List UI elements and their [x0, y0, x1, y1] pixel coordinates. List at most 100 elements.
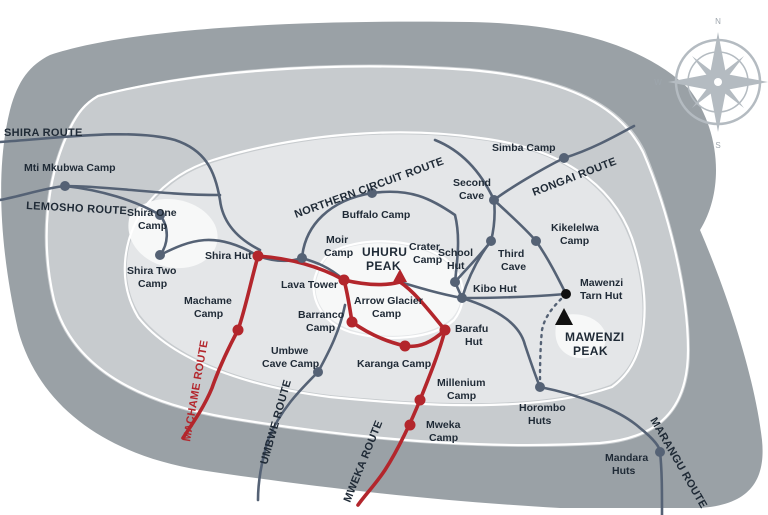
- marker-mandara: [655, 447, 665, 457]
- label-shira-one-line2: Camp: [138, 220, 167, 232]
- marker-kikelelwa: [531, 236, 541, 246]
- trail-network: [0, 124, 664, 515]
- label-mawenzi-peak-line1: MAWENZI: [565, 330, 624, 344]
- trail-kibo-horombo: [460, 296, 542, 389]
- label-mawenzi-tarn-line2: Tarn Hut: [580, 290, 623, 302]
- marker-buffalo: [367, 188, 377, 198]
- compass-center: [714, 78, 722, 86]
- trail-third-cave-link: [460, 239, 493, 300]
- marker-barafu: [439, 324, 451, 336]
- marker-shira-two: [155, 250, 165, 260]
- label-barafu-hut-line2: Hut: [465, 336, 483, 348]
- red-lava-to-summit: [342, 278, 447, 332]
- label-umbwe-cave-line1: Umbwe: [271, 345, 309, 357]
- compass-south-label: S: [715, 141, 720, 150]
- compass-north-label: N: [715, 17, 721, 26]
- label-horombo-line1: Horombo: [519, 402, 566, 414]
- label-umbwe-cave-line2: Cave Camp: [262, 358, 319, 370]
- contour-line-summit: [312, 240, 465, 339]
- label-barranco-line2: Camp: [306, 322, 335, 334]
- machame-route-markers: [232, 250, 451, 431]
- label-kikelelwa-line1: Kikelelwa: [551, 222, 599, 234]
- mawenzi-peak-triangle-icon: [555, 308, 573, 325]
- trail-simba-upper: [433, 138, 496, 202]
- label-uhuru-peak-line1: UHURU: [362, 245, 407, 259]
- trail-shira-route: [0, 132, 262, 252]
- marker-mweka-camp: [404, 419, 416, 431]
- camp-labels: Mti Mkubwa Camp Shira One Camp Shira Two…: [24, 142, 648, 477]
- label-mandara-line1: Mandara: [605, 452, 648, 464]
- label-millenium-camp-line2: Camp: [447, 390, 476, 402]
- label-second-cave-line1: Second: [453, 177, 491, 189]
- label-uhuru-peak-line2: PEAK: [366, 259, 401, 273]
- marker-simba: [559, 153, 569, 163]
- contour-line-high: [123, 131, 646, 407]
- label-shira-one-line1: Shira One: [127, 207, 177, 219]
- marker-mawenzi-tarn: [561, 289, 571, 299]
- marker-umbwe-cave: [313, 367, 323, 377]
- trail-northern-circuit: [300, 190, 460, 284]
- label-school-hut-line2: Hut: [447, 260, 465, 272]
- marker-second-cave: [489, 195, 499, 205]
- label-barafu-hut-line1: Barafu: [455, 323, 488, 335]
- label-lemosho-route: LEMOSHO ROUTE: [26, 200, 128, 217]
- label-lava-tower: Lava Tower: [281, 279, 338, 291]
- label-third-cave-line2: Cave: [501, 261, 526, 273]
- compass-west-label: W: [654, 78, 662, 87]
- marker-horombo: [535, 382, 545, 392]
- label-mandara-line2: Huts: [612, 465, 635, 477]
- label-simba-camp: Simba Camp: [492, 142, 556, 154]
- camp-markers: [60, 153, 665, 457]
- label-karanga-camp: Karanga Camp: [357, 358, 431, 370]
- trail-marangu-route: [538, 385, 664, 515]
- shira-plateau: [128, 198, 218, 269]
- marker-shira-one: [155, 210, 165, 220]
- label-mawenzi-peak-line2: PEAK: [573, 344, 608, 358]
- marker-moir: [297, 253, 307, 263]
- label-arrow-glacier-line1: Arrow Glacier: [354, 295, 423, 307]
- label-shira-hut: Shira Hut: [205, 250, 252, 262]
- label-shira-two-line2: Camp: [138, 278, 167, 290]
- label-horombo-line2: Huts: [528, 415, 551, 427]
- label-barranco-line1: Barranco: [298, 309, 344, 321]
- red-mweka-route: [356, 328, 447, 507]
- red-machame-route: [181, 254, 260, 440]
- label-kikelelwa-line2: Camp: [560, 235, 589, 247]
- contour-line-low: [45, 65, 690, 447]
- trail-mti-to-shira-one: [63, 184, 162, 217]
- trail-mawenzi-dotted: [538, 292, 568, 389]
- marker-machame-camp: [232, 324, 244, 336]
- marker-millenium: [414, 394, 426, 406]
- label-crater-camp-line1: Crater: [409, 241, 440, 253]
- label-machame-camp-line2: Camp: [194, 308, 223, 320]
- label-arrow-glacier-line2: Camp: [372, 308, 401, 320]
- label-machame-camp-line1: Machame: [184, 295, 232, 307]
- mawenzi-massif: [555, 314, 606, 359]
- marker-school-hut: [450, 277, 460, 287]
- label-moir-camp-line2: Camp: [324, 247, 353, 259]
- marker-kibo-hut: [457, 293, 467, 303]
- contour-lines: [45, 65, 690, 447]
- label-moir-camp-line1: Moir: [326, 234, 348, 246]
- marker-shira-hut: [252, 250, 264, 262]
- label-buffalo-camp: Buffalo Camp: [342, 209, 410, 221]
- marker-third-cave: [486, 236, 496, 246]
- trail-north-caves: [453, 156, 566, 284]
- peak-labels: UHURU PEAK MAWENZI PEAK: [362, 245, 624, 358]
- compass-rose: N S W E: [654, 17, 768, 150]
- uhuru-peak-triangle-icon: [393, 269, 407, 282]
- red-shira-to-lava: [256, 254, 346, 282]
- label-third-cave-line1: Third: [498, 248, 524, 260]
- label-shira-two-line1: Shira Two: [127, 265, 176, 277]
- marker-lava-tower: [338, 274, 350, 286]
- label-second-cave-line2: Cave: [459, 190, 484, 202]
- marker-barranco: [346, 316, 358, 328]
- trail-umbwe-route: [256, 303, 347, 502]
- label-crater-camp-line2: Camp: [413, 254, 442, 266]
- marker-mti-mkubwa: [60, 181, 70, 191]
- label-millenium-camp-line1: Millenium: [437, 377, 485, 389]
- label-shira-route: SHIRA ROUTE: [4, 127, 83, 139]
- label-mweka-camp-line2: Camp: [429, 432, 458, 444]
